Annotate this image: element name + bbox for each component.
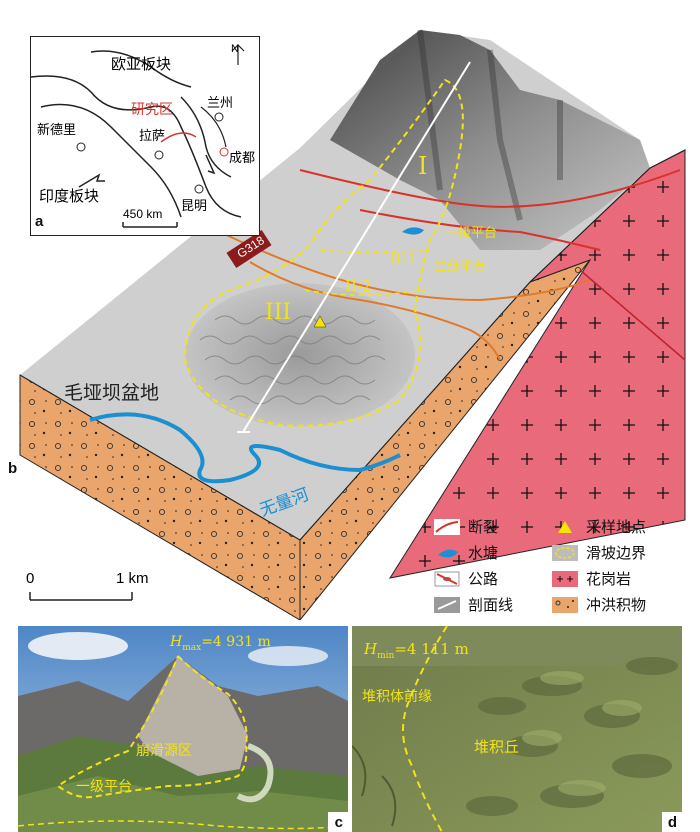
panel-letter-d: d <box>667 814 677 831</box>
inset-map: 欧亚板块 研究区 兰州 成都 拉萨 昆明 新德里 印度板块 450 km N a <box>30 36 260 236</box>
sample-point <box>313 315 327 328</box>
city-kunming: 昆明 <box>181 199 208 214</box>
road-g318 <box>219 231 591 302</box>
panel-letter-b: b <box>8 460 18 477</box>
mound-label: 堆积丘 <box>474 738 520 756</box>
legend-pond: 水塘 <box>434 542 498 563</box>
scale-bar <box>29 592 133 601</box>
study-area: 研究区 <box>131 102 173 118</box>
legend-profile: 剖面线 <box>434 594 513 615</box>
scale-zero: 0 <box>26 570 35 587</box>
landslide-boundary <box>183 78 464 427</box>
city-lanzhou: 兰州 <box>207 96 234 111</box>
profile-line <box>242 61 471 433</box>
zone-II-1-label: II-1 <box>390 250 417 268</box>
mountain-ridge <box>330 30 650 250</box>
zone-II-2-label: II-2 <box>345 277 372 295</box>
hmax-label: Hmax=4 931 m <box>170 634 271 653</box>
north-arrow: N <box>231 43 239 55</box>
photo-c: Hmax=4 931 m 崩滑源区 一级平台 c <box>18 626 348 832</box>
panel-letter-c: c <box>334 814 343 831</box>
plate-eurasia: 欧亚板块 <box>111 55 172 73</box>
legend-granite: 花岗岩 <box>552 568 631 589</box>
zone-I-label: I <box>418 152 428 180</box>
city-chengdu: 成都 <box>229 151 256 166</box>
river-wuliang <box>89 412 401 484</box>
terrace1-label: 一级平台 <box>445 226 498 241</box>
inset-scale: 450 km <box>123 207 163 221</box>
fault-line-2 <box>359 209 601 251</box>
basin-label: 毛垭坝盆地 <box>64 382 160 404</box>
city-lhasa: 拉萨 <box>139 129 166 144</box>
scale-one: 1 km <box>116 570 149 587</box>
road-sign-g318 <box>226 230 272 268</box>
photo-c-terrace-label: 一级平台 <box>76 779 132 795</box>
legend-road: 公路 <box>434 568 498 589</box>
legend: 断裂 水塘 公路 剖面线 采样地点 滑坡边界 花岗岩 冲洪积物 <box>434 516 696 622</box>
panel-letter-a: a <box>35 213 44 230</box>
deposit-hummocks <box>185 283 415 427</box>
fault-line-1 <box>299 169 681 208</box>
zone-III-label: III <box>265 300 292 325</box>
front-label: 堆积体前缘 <box>362 689 432 705</box>
legend-boundary: 滑坡边界 <box>552 542 646 563</box>
hmin-label: Hmin=4 111 m <box>364 640 469 661</box>
block-diagram <box>19 29 686 620</box>
photo-d: Hmin=4 111 m 堆积体前缘 堆积丘 d <box>352 626 682 832</box>
legend-alluvium: 冲洪积物 <box>552 594 646 615</box>
plate-india: 印度板块 <box>39 187 100 205</box>
pond-marker <box>402 227 424 235</box>
source-zone-label: 崩滑源区 <box>136 743 192 759</box>
legend-sample: 采样地点 <box>552 516 646 537</box>
legend-fault: 断裂 <box>434 516 498 537</box>
terrace2-label: 二级平台 <box>434 260 487 275</box>
city-newdelhi: 新德里 <box>37 123 77 138</box>
